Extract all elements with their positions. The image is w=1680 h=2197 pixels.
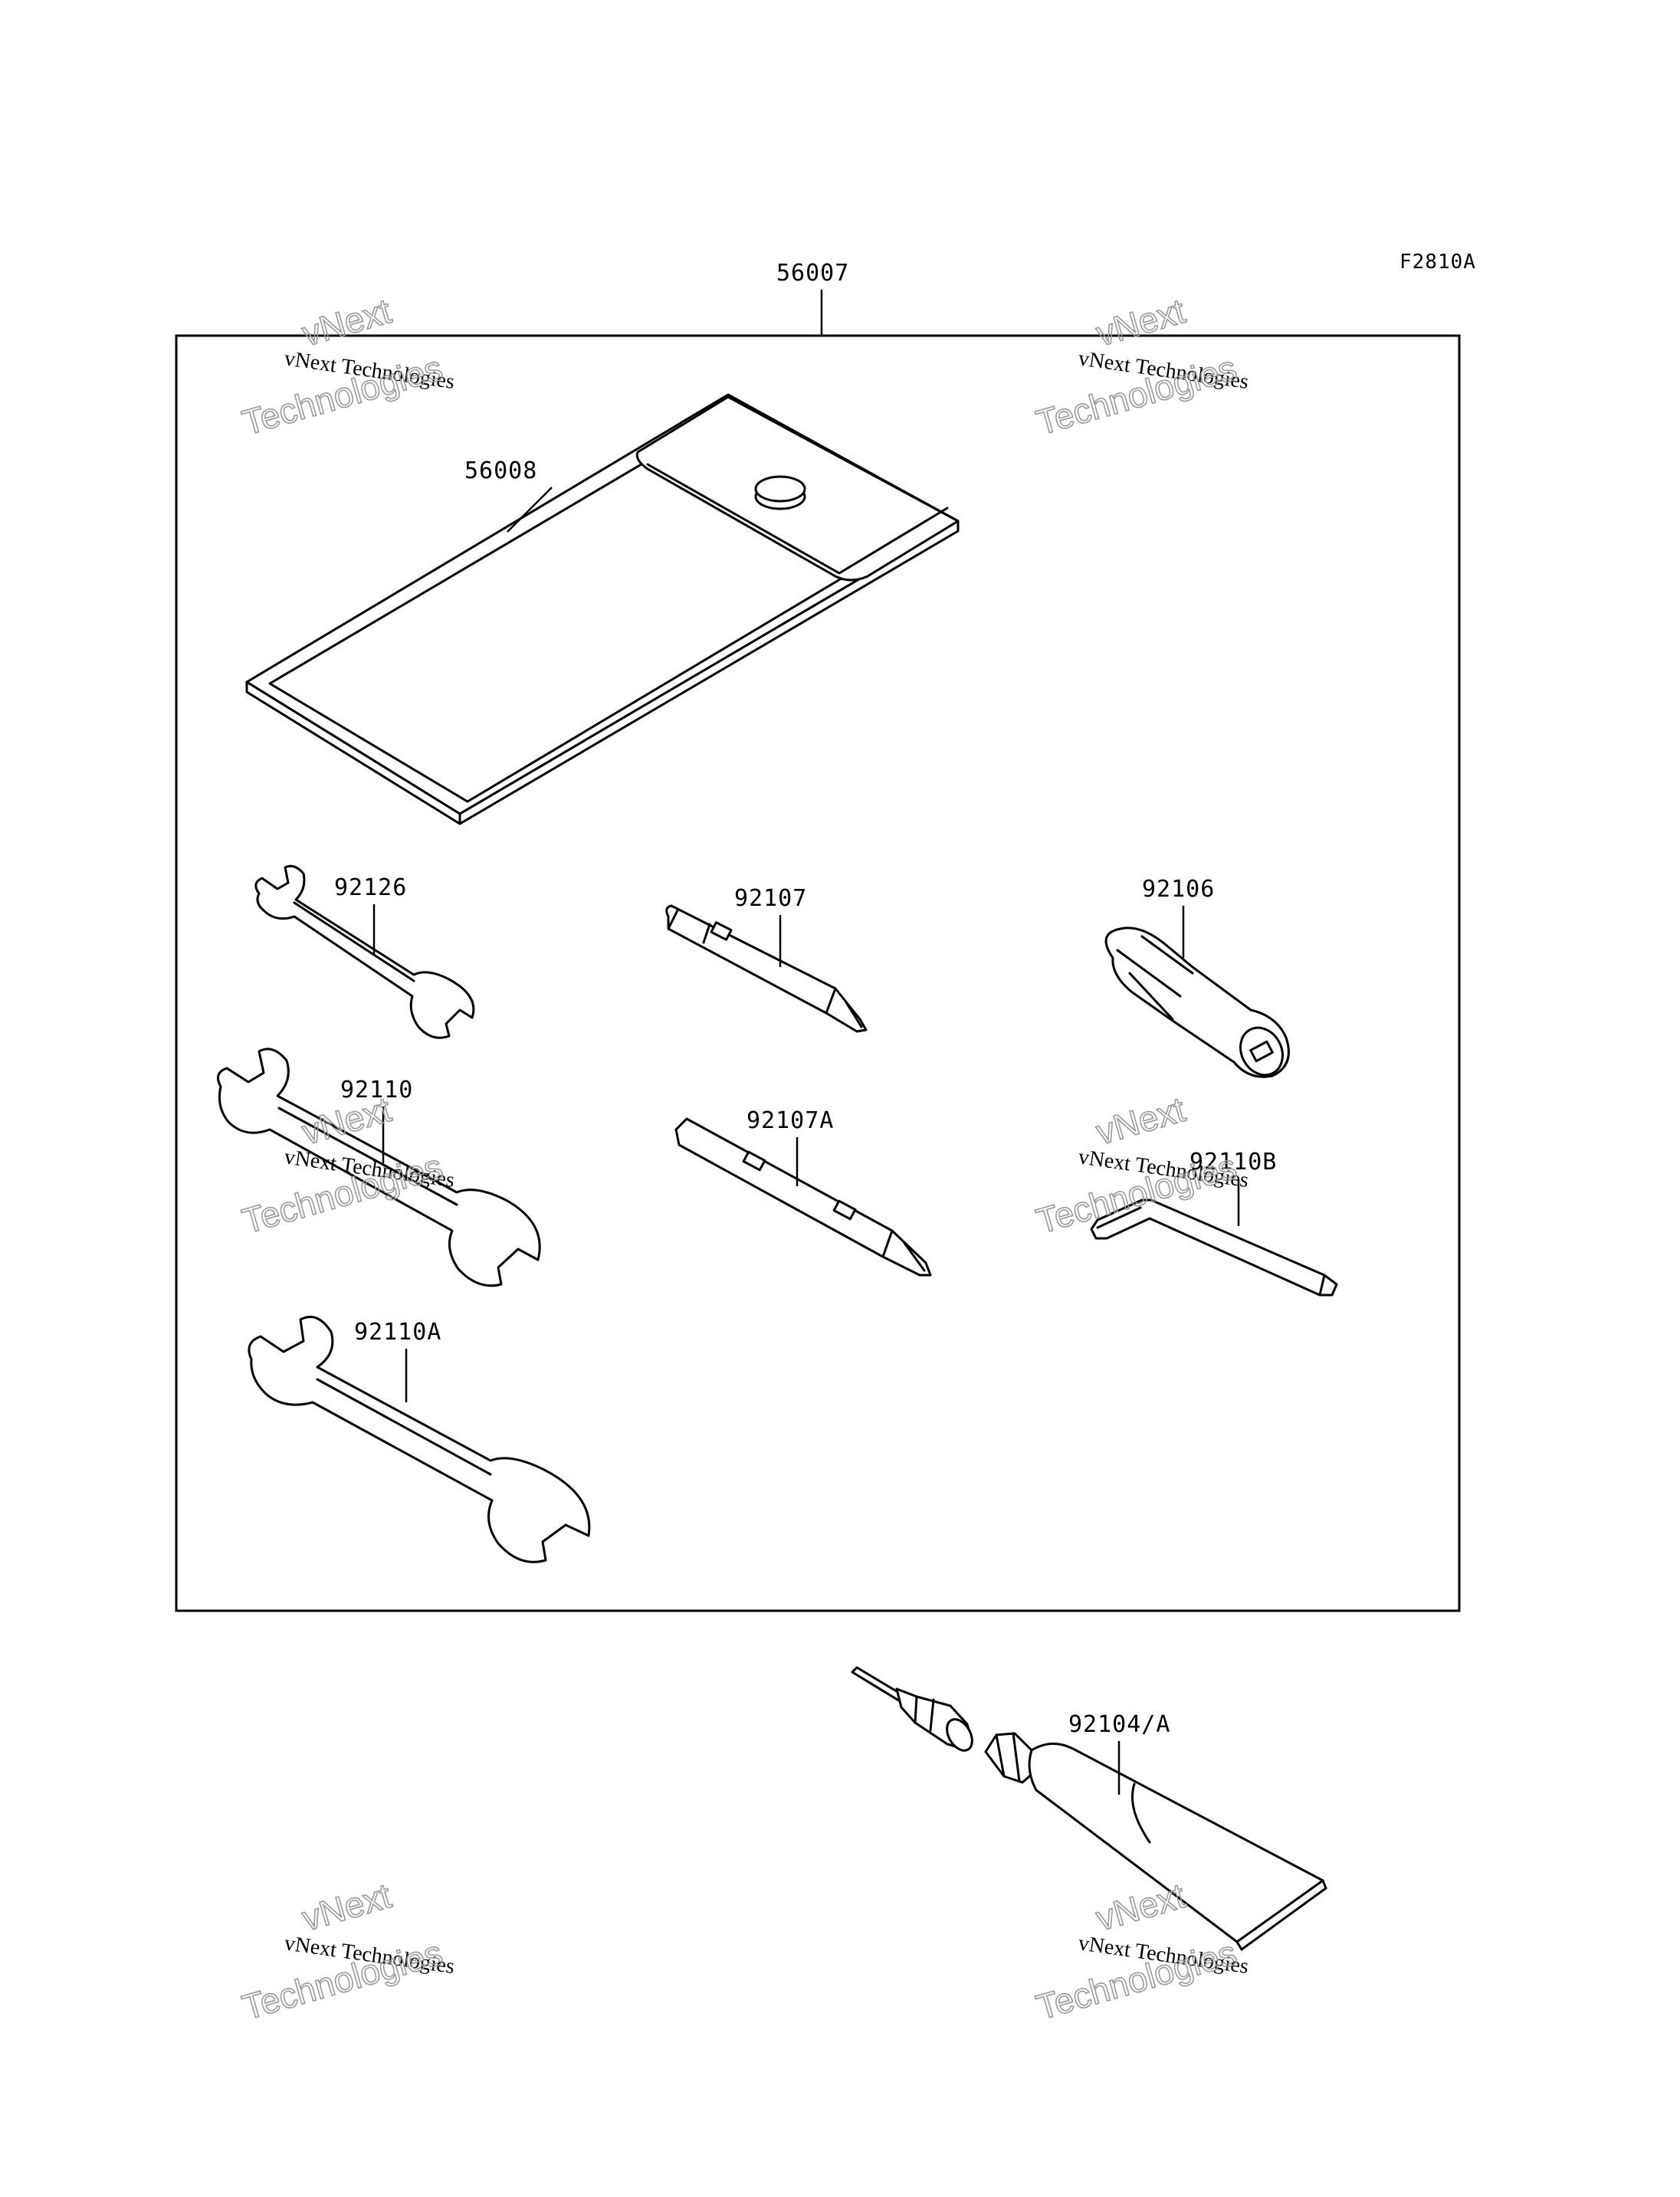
label-56008: 56008 xyxy=(464,457,537,484)
hex-key-92110b xyxy=(1090,1199,1338,1297)
watermark-bottom-left: vNext vNext Technologies Technologies xyxy=(238,1874,456,2028)
watermark-top-right: vNext vNext Technologies Technologies xyxy=(1032,290,1250,443)
label-92110a: 92110A xyxy=(354,1319,441,1346)
handle-92106 xyxy=(1104,926,1290,1078)
label-92107a: 92107A xyxy=(746,1107,834,1134)
watermark-vnext: vNext xyxy=(1091,290,1189,353)
label-92110b: 92110B xyxy=(1189,1149,1277,1176)
watermark-top-left: vNext vNext Technologies Technologies xyxy=(238,290,456,443)
watermark-vnext: vNext xyxy=(1091,1089,1189,1152)
wrench-92126 xyxy=(254,864,475,1039)
label-92110: 92110 xyxy=(340,1077,413,1103)
label-92106: 92106 xyxy=(1142,876,1215,903)
watermark-vnext: vNext xyxy=(1091,1875,1189,1938)
tool-case xyxy=(245,393,960,825)
figure-code: F2810A xyxy=(1399,251,1476,274)
watermark-vnext: vNext xyxy=(297,1875,395,1938)
label-92126: 92126 xyxy=(334,874,407,901)
screwdriver-92107a xyxy=(674,1117,932,1277)
screwdriver-92107 xyxy=(665,904,868,1033)
label-56007: 56007 xyxy=(776,260,849,287)
watermark-vnext: vNext xyxy=(297,290,395,353)
wrench-92110 xyxy=(216,1048,541,1287)
wrench-92110a xyxy=(248,1316,591,1563)
grease-tube-92104a xyxy=(851,1666,1327,1951)
label-92107: 92107 xyxy=(734,885,807,912)
label-92104a: 92104/A xyxy=(1068,1711,1170,1738)
tool-kit-frame xyxy=(175,334,1461,1612)
leader-56008 xyxy=(507,487,553,533)
